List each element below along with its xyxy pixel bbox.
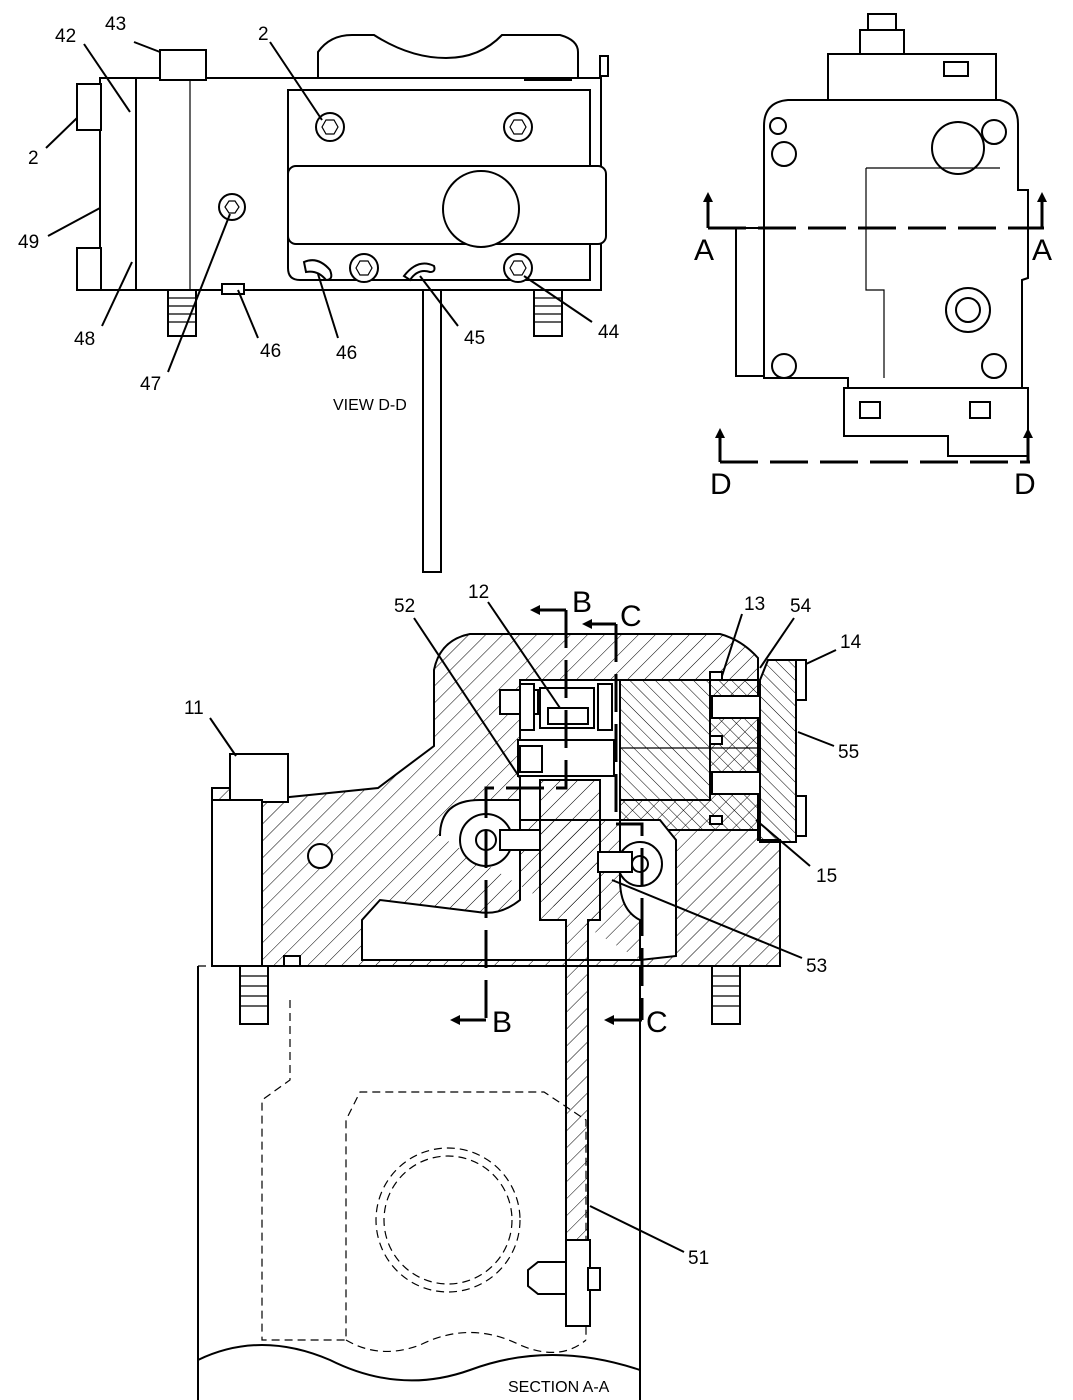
- callout-42: 42: [55, 26, 76, 47]
- callout-47: 47: [140, 374, 161, 395]
- callout-44: 44: [598, 322, 620, 343]
- callout-2-left: 2: [28, 148, 39, 169]
- callout-15: 15: [816, 866, 837, 887]
- callout-13: 13: [744, 594, 765, 615]
- end-view-section-markers: A A D D: [694, 234, 1052, 501]
- view-dd-leaders: [45, 41, 593, 373]
- section-marker-a-left: A: [694, 234, 714, 267]
- section-marker-c-bottom: C: [646, 1006, 668, 1039]
- callout-14: 14: [840, 632, 862, 653]
- callout-11: 11: [184, 698, 204, 719]
- callout-51: 51: [688, 1248, 709, 1269]
- callout-49: 49: [18, 232, 39, 253]
- end-view-drawing: [703, 13, 1047, 464]
- callout-52: 52: [394, 596, 415, 617]
- callout-45: 45: [464, 328, 485, 349]
- section-marker-d-right: D: [1014, 468, 1036, 501]
- callout-48: 48: [74, 329, 95, 350]
- view-dd-callouts: 43 42 2 2 49 48 47 46 46 45 44 VIEW D-D: [18, 14, 620, 414]
- section-marker-b-bottom: B: [492, 1006, 512, 1039]
- section-aa-caption: SECTION A-A: [508, 1379, 610, 1396]
- section-marker-a-right: A: [1032, 234, 1052, 267]
- section-aa-leaders: [209, 601, 837, 1253]
- section-marker-b-top: B: [572, 586, 592, 619]
- callout-43: 43: [105, 14, 126, 35]
- callout-2-top: 2: [258, 24, 269, 45]
- section-aa-callouts: 52 12 13 54 14 11 55 15 53 51 B C B C SE…: [184, 582, 862, 1396]
- callout-54: 54: [790, 596, 812, 617]
- callout-46-left: 46: [260, 341, 281, 362]
- callout-53: 53: [806, 956, 827, 977]
- view-dd-caption: VIEW D-D: [333, 397, 407, 414]
- section-marker-c-top: C: [620, 600, 642, 633]
- section-aa-drawing: [197, 605, 807, 1400]
- callout-46-right: 46: [336, 343, 357, 364]
- view-dd-drawing: [76, 34, 609, 573]
- section-marker-d-left: D: [710, 468, 732, 501]
- callout-55: 55: [838, 742, 859, 763]
- callout-12: 12: [468, 582, 489, 603]
